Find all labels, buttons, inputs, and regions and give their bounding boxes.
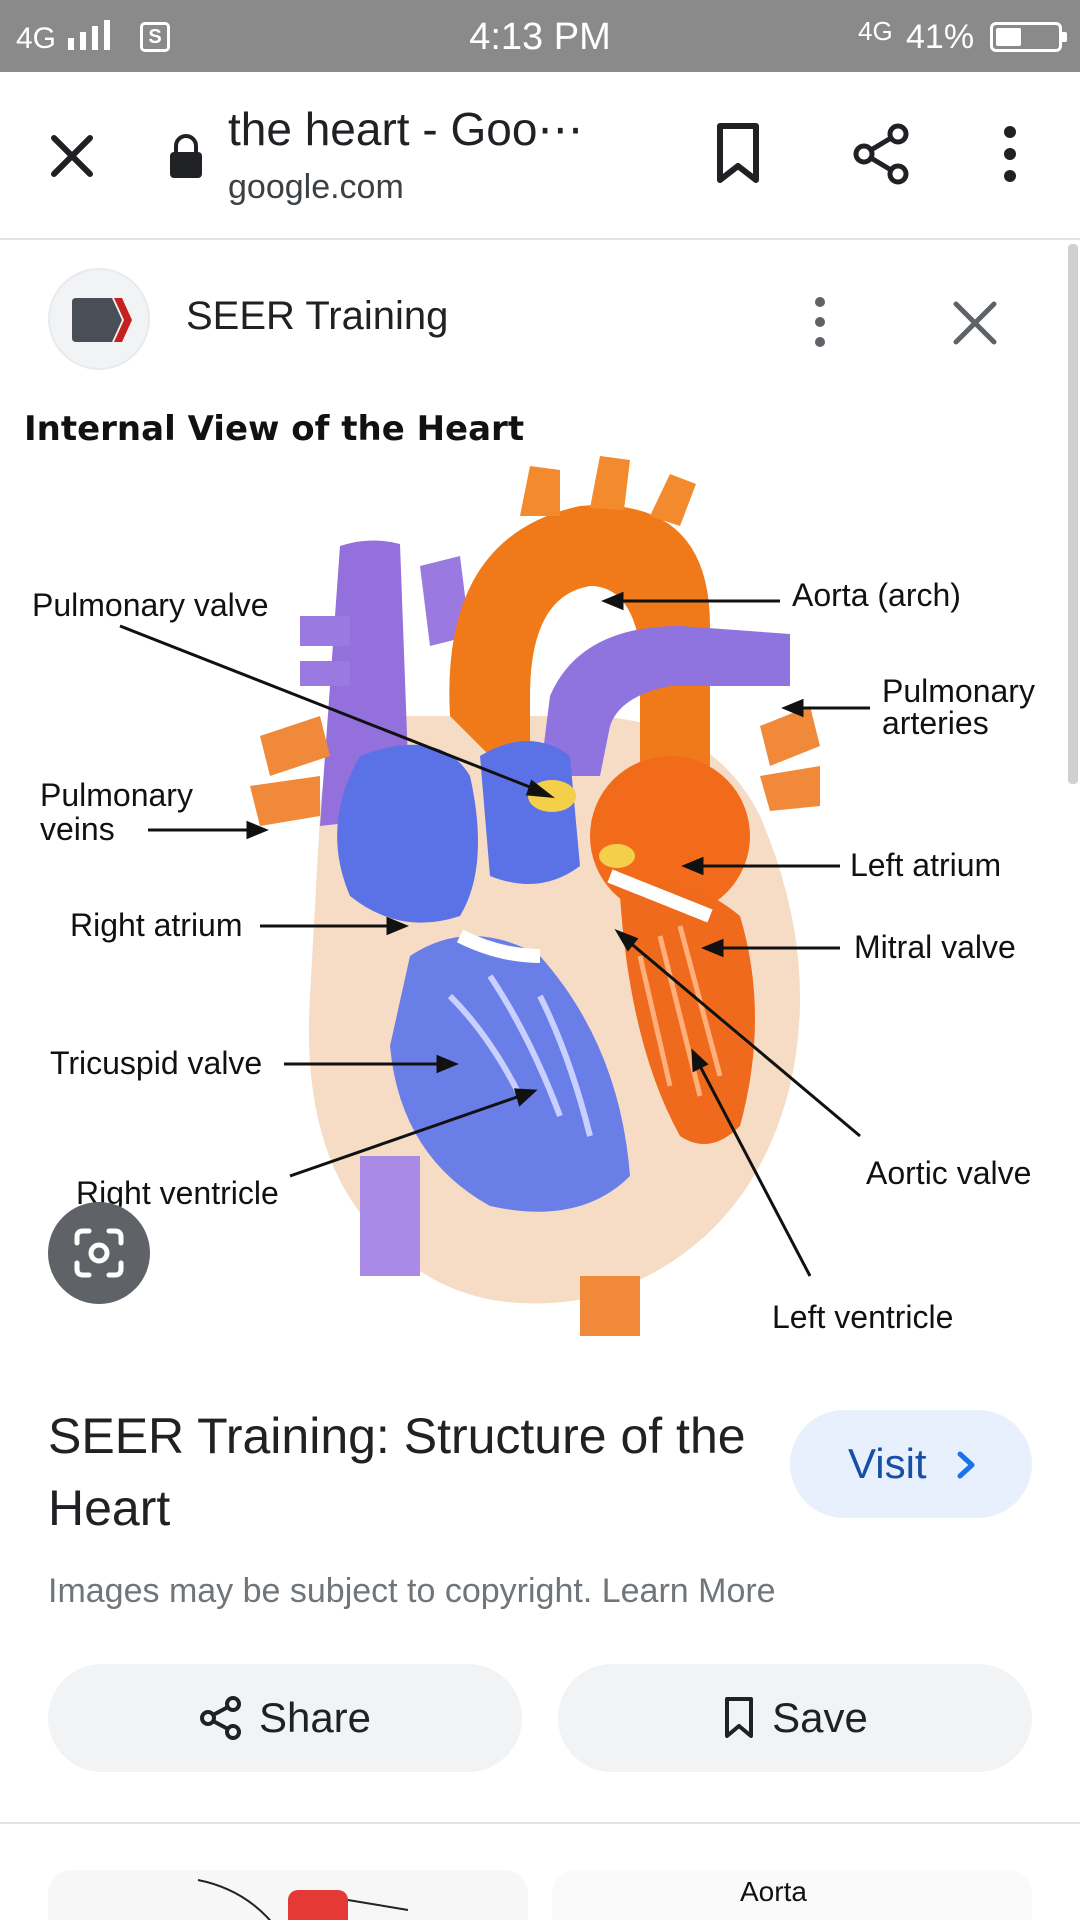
pulmonary-artery-left (300, 616, 350, 686)
aorta-branch-3 (650, 474, 696, 526)
pulmonary-veins-shape (250, 716, 330, 826)
scrollbar[interactable] (1068, 244, 1078, 784)
label-pulmonary-veins-2: veins (40, 811, 115, 847)
pulmonary-veins-right (760, 706, 820, 811)
save-label: Save (772, 1694, 868, 1741)
label-left-ventricle: Left ventricle (772, 1299, 953, 1335)
related-thumb-caption: Aorta (740, 1876, 807, 1907)
chevron-right-icon (957, 1451, 975, 1479)
source-logo[interactable] (48, 268, 150, 370)
more-vert-icon[interactable] (990, 124, 1030, 184)
descending-aorta (580, 1276, 640, 1336)
more-vert-icon[interactable] (800, 294, 840, 350)
network-type: 4G (16, 22, 57, 55)
label-left-atrium: Left atrium (850, 847, 1001, 883)
network-type-secondary: 4G (858, 16, 893, 46)
diagram-title: Internal View of the Heart (24, 409, 524, 449)
label-pulmonary-arteries-2: arteries (882, 705, 989, 741)
aorta-branch-2 (590, 456, 630, 510)
right-atrium-shape-2 (480, 741, 580, 884)
right-ventricle-chordae (447, 974, 593, 1137)
share-icon[interactable] (852, 122, 912, 186)
visit-label: Visit (848, 1440, 927, 1487)
bookmark-icon[interactable] (712, 122, 764, 186)
seer-logo-icon (72, 298, 132, 342)
leader-lines (119, 591, 870, 1277)
aorta-branch-1 (520, 466, 560, 516)
aorta-arch-shape (449, 505, 710, 816)
visit-button[interactable]: Visit (790, 1410, 1032, 1518)
source-name[interactable]: SEER Training (186, 294, 449, 338)
heart-diagram: Internal View of the Heart (20, 396, 1060, 1352)
related-image-thumbnail[interactable]: Aorta (552, 1870, 1032, 1920)
status-bar: 4G S 4:13 PM 4G 41% (0, 0, 1080, 72)
share-button[interactable]: Share (48, 1664, 522, 1772)
battery-icon (990, 22, 1067, 52)
label-aorta-arch: Aorta (arch) (792, 577, 961, 613)
vena-cava-inferior (360, 1156, 420, 1276)
pulmonary-artery-shape (540, 626, 790, 776)
aortic-valve-shape (599, 844, 635, 868)
section-divider (0, 1822, 1080, 1824)
right-atrium-shape (337, 744, 478, 923)
bookmark-icon (725, 1697, 754, 1738)
related-thumb-graphic (48, 1870, 528, 1920)
browser-toolbar: the heart - Goo⋯ google.com (0, 72, 1080, 240)
result-title[interactable]: SEER Training: Structure of the Heart (48, 1408, 746, 1536)
label-tricuspid-valve: Tricuspid valve (50, 1045, 262, 1081)
related-image-thumbnail[interactable] (48, 1870, 528, 1920)
label-pulmonary-veins-1: Pulmonary (40, 777, 193, 813)
left-atrium-shape (590, 756, 750, 916)
page-title[interactable]: the heart - Goo⋯ (228, 103, 584, 155)
tricuspid-valve-shape (456, 929, 541, 963)
source-header: SEER Training (0, 242, 1080, 396)
lens-search-button[interactable] (48, 1202, 150, 1304)
close-icon[interactable] (950, 298, 1000, 348)
label-pulmonary-valve: Pulmonary valve (32, 587, 269, 623)
signal-icon (68, 20, 110, 50)
label-right-atrium: Right atrium (70, 907, 243, 943)
heart-diagram-image[interactable]: Internal View of the Heart (20, 396, 1060, 1352)
google-lens-icon (74, 1228, 124, 1278)
copyright-notice[interactable]: Images may be subject to copyright. Lear… (48, 1572, 776, 1610)
page-domain[interactable]: google.com (228, 168, 404, 206)
label-mitral-valve: Mitral valve (854, 929, 1016, 965)
save-button[interactable]: Save (558, 1664, 1032, 1772)
share-label: Share (258, 1694, 372, 1741)
battery-percent: 41% (906, 18, 975, 56)
label-pulmonary-arteries-1: Pulmonary (882, 673, 1035, 709)
lock-icon (170, 134, 202, 178)
share-icon (199, 1696, 241, 1740)
close-icon[interactable] (44, 128, 100, 184)
sim-icon: S (140, 22, 170, 52)
mitral-valve-shape (607, 869, 713, 923)
label-aortic-valve: Aortic valve (866, 1155, 1031, 1191)
clock: 4:13 PM (469, 16, 611, 58)
